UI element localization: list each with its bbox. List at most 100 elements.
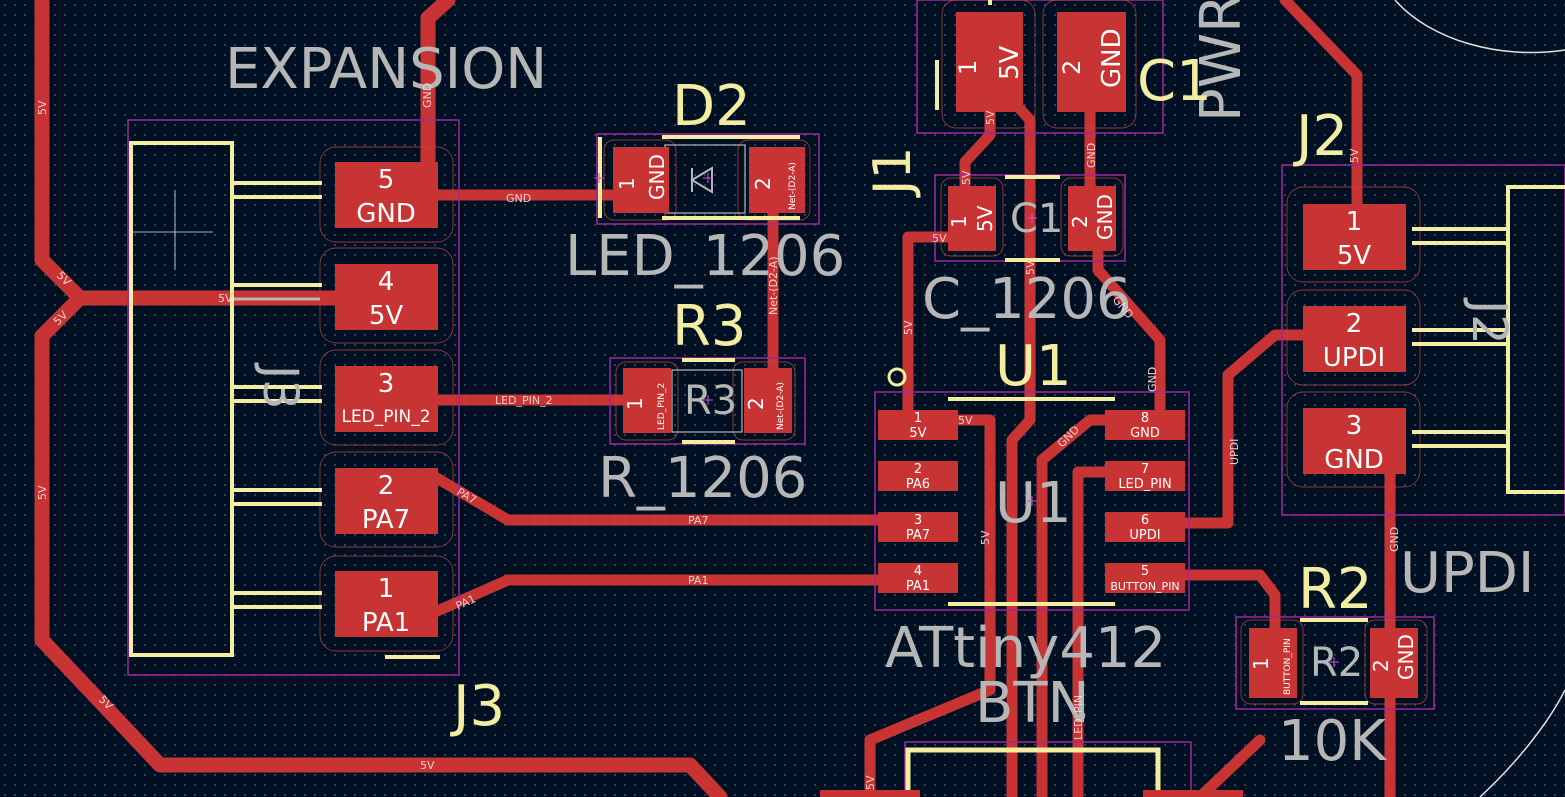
r3-refdes: R3 (672, 294, 747, 359)
net-label-5v-5: 5V (36, 485, 49, 500)
net-label-pa7: PA7 (688, 514, 708, 527)
j2-pad-1-net: 5V (1337, 241, 1372, 271)
j1-pad-2-net: GND (1097, 28, 1127, 88)
u1-pad-2-net: PA6 (906, 477, 930, 492)
j3-pad-1-net: PA1 (362, 608, 410, 638)
d2-pad-1[interactable] (613, 147, 669, 213)
rotated-pad-labels: 1 5V 2 GND 1 GND 2 Net-(D2-A) 1 LED_PIN_… (615, 28, 1418, 695)
r2-pad-2-net: GND (1394, 634, 1418, 680)
u1-pad-6[interactable] (1105, 512, 1185, 542)
r3-pad-1[interactable] (623, 368, 671, 433)
j1-pad-1-num: 1 (954, 60, 982, 75)
net-label-5v-13: 5V (1024, 260, 1037, 275)
r-1206-label: R_1206 (598, 446, 807, 511)
d2-pad-2-net: Net-(D2-A) (788, 162, 798, 210)
btn-pad-1[interactable] (820, 790, 920, 797)
net-label-gnd-2: GND (421, 83, 434, 108)
r3-pad-2-net: Net-(D2-A) (776, 382, 786, 430)
d2-pad-2[interactable] (749, 147, 805, 213)
c1-pad-2[interactable] (1068, 186, 1116, 251)
r2-pad-2-num: 2 (1369, 659, 1393, 672)
u1-pad-8-num: 8 (1141, 411, 1149, 426)
trace-net-labels: GND 5V LED_PIN_2 PA7 PA1 5V 5V GND 5V 5V… (36, 83, 1401, 790)
btn-pad-2[interactable] (1143, 790, 1243, 797)
j3-pad-1[interactable] (335, 571, 438, 637)
u1-pad-5-net: BUTTON_PIN (1110, 580, 1179, 593)
r2-pad-2[interactable] (1370, 628, 1418, 698)
u1-pad-6-net: UPDI (1129, 528, 1160, 543)
j3-pad-2-net: PA7 (362, 505, 410, 535)
pwr-label: PWR (1189, 0, 1254, 122)
u1-pad-5[interactable] (1105, 563, 1185, 593)
u1-pad-7[interactable] (1105, 461, 1185, 491)
tenk-label: 10K (1278, 709, 1387, 774)
j3-pad-4[interactable] (335, 264, 438, 330)
j2-pad-2[interactable] (1303, 306, 1406, 372)
btn-label: BTN (975, 671, 1090, 736)
c1-pad-1-num: 1 (947, 215, 971, 228)
j1-pad-2[interactable] (1057, 12, 1126, 112)
u1-pad-3[interactable] (878, 512, 958, 542)
r2-pad-1[interactable] (1249, 628, 1297, 698)
j3-pad-5[interactable] (335, 162, 438, 228)
u1-pad-4-num: 4 (914, 564, 922, 579)
attiny-label: ATtiny412 (885, 616, 1166, 681)
u1-pad-3-net: PA7 (906, 528, 930, 543)
net-label-5v-14: 5V (979, 530, 992, 545)
r2-pad-1-net: BUTTON_PIN (1283, 638, 1293, 695)
fab-layer-text: EXPANSION LED_1206 R_1206 C_1206 ATtiny4… (225, 0, 1534, 774)
net-label-gnd-1: GND (506, 192, 531, 205)
j2-pad-3[interactable] (1303, 408, 1406, 474)
c1-refdes: C1 (1137, 49, 1212, 114)
u1-pad-8[interactable] (1105, 410, 1185, 440)
net-label-5v-2: 5V (420, 759, 435, 772)
net-label-5v-10: 5V (932, 232, 947, 245)
j2-pad-3-num: 3 (1346, 411, 1363, 441)
r2-refdes: R2 (1298, 557, 1373, 622)
u1-refdes: U1 (995, 334, 1072, 399)
u1-pad-2[interactable] (878, 461, 958, 491)
net-label-led-pin: LED_PIN (1072, 695, 1085, 740)
j2-pad-2-num: 2 (1346, 309, 1363, 339)
pads[interactable] (335, 12, 1418, 797)
c1-pad-2-num: 2 (1068, 215, 1092, 228)
j1-pad-2-num: 2 (1058, 60, 1086, 75)
j2-refdes: J2 (1293, 104, 1348, 169)
net-label-gnd-3: GND (1085, 143, 1098, 168)
c1-pad-2-net: GND (1093, 194, 1117, 240)
led-1206-label: LED_1206 (565, 224, 845, 289)
u1-pad-4[interactable] (878, 563, 958, 593)
u1-pad-1[interactable] (878, 410, 958, 440)
j2-pad-1[interactable] (1303, 204, 1406, 270)
c1-pad-1[interactable] (948, 186, 996, 251)
net-label-5v-11: 5V (960, 170, 973, 185)
board-edge-outline (1394, 0, 1565, 797)
j3-pad-2[interactable] (335, 468, 438, 534)
pad-labels: 5 GND 4 5V 3 LED_PIN_2 2 PA7 1 PA1 1 5V … (341, 165, 1385, 638)
u1-pad-7-net: LED_PIN (1118, 477, 1171, 492)
j1-pad-1[interactable] (956, 12, 1023, 112)
net-label-5v-12: 5V (984, 110, 997, 125)
j3-pad-3[interactable] (335, 366, 438, 432)
c1-body-label: C1 (1010, 196, 1063, 242)
d2-pad-1-net: GND (645, 154, 669, 200)
net-label-5v-4: 5V (36, 100, 49, 115)
net-label-d2a: Net-(D2-A) (767, 256, 780, 315)
u1-pad-1-num: 1 (914, 411, 922, 426)
r2-body-label: R2 (1310, 640, 1363, 686)
r3-pad-1-net: LED_PIN_2 (657, 383, 667, 430)
net-label-pa1: PA1 (688, 574, 708, 587)
j1-refdes: J1 (863, 147, 923, 198)
r3-pad-2[interactable] (744, 368, 792, 433)
j3-pad-2-num: 2 (378, 471, 395, 501)
j3-pad-4-num: 4 (378, 267, 395, 297)
net-label-5v-9: 5V (902, 320, 915, 335)
u1-pad-2-num: 2 (914, 462, 922, 477)
j2-pad-1-num: 1 (1346, 207, 1363, 237)
u1-pad-4-net: PA1 (906, 579, 930, 594)
j2-fab-label: J2 (1461, 297, 1517, 345)
r3-pad-2-num: 2 (744, 397, 768, 410)
d2-pad-1-num: 1 (615, 177, 639, 190)
